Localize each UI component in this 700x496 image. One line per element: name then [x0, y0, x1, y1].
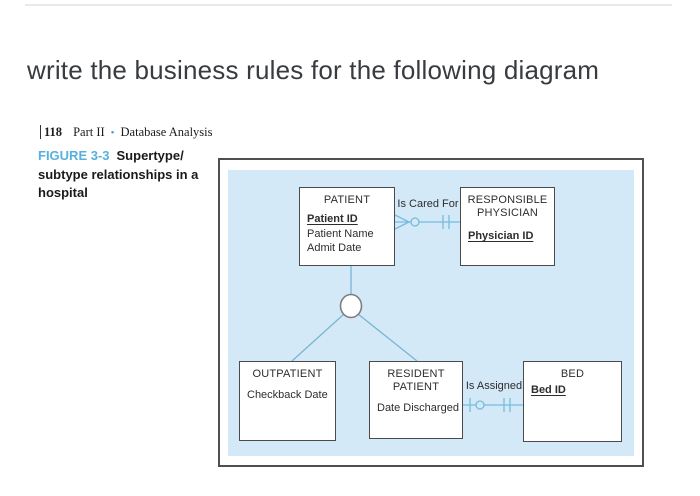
attribute-physician-id: Physician ID [468, 230, 534, 242]
resident-branch-line [357, 313, 418, 362]
figure-caption-line-2: subtype relationships in a [38, 166, 199, 182]
entity-title-line: RESPONSIBLE [467, 194, 548, 206]
textbook-page-number: 118 [40, 125, 63, 139]
attribute-bed-id: Bed ID [531, 384, 566, 396]
textbook-section-title: Database Analysis [120, 125, 213, 139]
top-divider [25, 4, 672, 6]
entity-responsible-physician: RESPONSIBLE PHYSICIAN Physician ID [460, 187, 555, 266]
outpatient-branch-line [291, 313, 345, 362]
er-diagram-panel: PATIENT Patient ID Patient Name Admit Da… [218, 158, 644, 467]
figure-label: FIGURE 3-3 [38, 148, 110, 163]
relationship-lines [291, 214, 523, 412]
entity-patient: PATIENT Patient ID Patient Name Admit Da… [299, 187, 395, 266]
figure-caption-line-1: Supertype/ [116, 148, 184, 163]
supertype-circle-icon [339, 293, 363, 319]
entity-title: PATIENT [323, 194, 371, 206]
is-assigned-notation [463, 398, 523, 412]
optional-circle-icon [410, 217, 420, 227]
attribute-patient-name: Patient Name [307, 227, 374, 240]
attribute-patient-id: Patient ID [307, 213, 358, 225]
attribute-admit-date: Admit Date [307, 242, 362, 254]
attribute-date-discharged: Date Discharged [377, 402, 459, 414]
optional-circle-icon [475, 400, 485, 410]
entity-outpatient: OUTPATIENT Checkback Date [239, 361, 336, 441]
figure-caption: FIGURE 3-3 Supertype/ subtype relationshi… [38, 147, 213, 203]
entity-title: BED [560, 368, 585, 380]
question-heading: write the business rules for the followi… [27, 55, 600, 85]
textbook-page-header: 118 Part II • Database Analysis [40, 125, 213, 140]
bullet-separator-icon: • [110, 127, 115, 139]
is-cared-for-notation [394, 214, 460, 230]
crows-foot-icon [394, 214, 410, 223]
relationship-label-is-cared-for: Is Cared For [397, 198, 459, 210]
figure-caption-line-3: hospital [38, 185, 88, 200]
entity-title: RESPONSIBLE PHYSICIAN [461, 188, 554, 220]
entity-title-line: PATIENT [392, 381, 440, 393]
entity-bed: BED Bed ID [523, 361, 622, 442]
entity-resident-patient: RESIDENT PATIENT Date Discharged [369, 361, 463, 439]
entity-title: RESIDENT PATIENT [370, 362, 462, 394]
entity-title: OUTPATIENT [252, 368, 323, 380]
entity-title-line: RESIDENT [387, 368, 445, 380]
entity-title-line: PHYSICIAN [476, 207, 539, 219]
relationship-label-is-assigned: Is Assigned [465, 380, 523, 392]
textbook-part-label: Part II [73, 125, 105, 139]
attribute-checkback-date: Checkback Date [247, 389, 328, 401]
